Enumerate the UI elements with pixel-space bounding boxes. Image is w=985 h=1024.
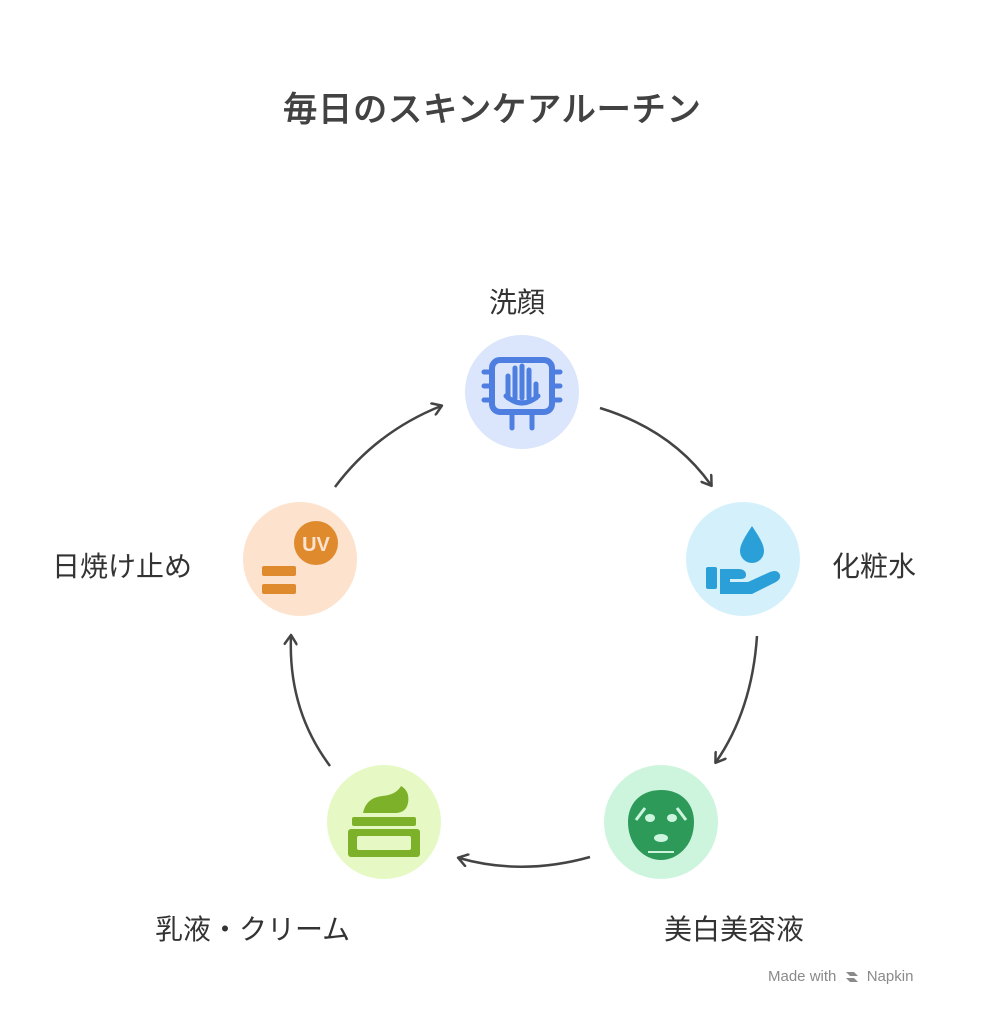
arrow-sun-to-wash bbox=[333, 406, 441, 488]
uv-sunscreen-icon: UV bbox=[262, 521, 338, 594]
step-serum-node bbox=[604, 765, 718, 879]
step-serum-label: 美白美容液 bbox=[664, 913, 805, 946]
step-lotion-node bbox=[686, 502, 800, 616]
cream-jar-icon bbox=[348, 786, 420, 857]
step-wash-node bbox=[465, 335, 579, 449]
hand-wash-icon bbox=[481, 357, 563, 431]
diagram-title: 毎日のスキンケアルーチン bbox=[283, 90, 702, 130]
face-mask-icon bbox=[628, 790, 694, 860]
step-cream-node bbox=[327, 765, 441, 879]
napkin-logo-icon bbox=[845, 972, 858, 983]
made-with-credit[interactable]: Made with Napkin bbox=[768, 968, 913, 985]
step-wash-label: 洗顔 bbox=[489, 286, 546, 319]
arrow-wash-to-lotion bbox=[599, 406, 711, 485]
svg-text:UV: UV bbox=[302, 534, 330, 556]
step-cream-label: 乳液・クリーム bbox=[155, 913, 351, 946]
step-lotion-label: 化粧水 bbox=[832, 550, 917, 583]
step-sun-label: 日焼け止め bbox=[52, 550, 193, 583]
step-lotion-circle bbox=[686, 502, 800, 616]
credit-prefix: Made with bbox=[768, 968, 837, 985]
arrow-lotion-to-serum bbox=[716, 635, 759, 762]
arrow-cream-to-sun bbox=[291, 636, 332, 767]
step-sun-node: UV bbox=[243, 502, 357, 616]
arrow-serum-to-cream bbox=[459, 857, 591, 868]
step-sun-circle bbox=[243, 502, 357, 616]
water-drop-hand-icon bbox=[706, 526, 781, 594]
credit-brand: Napkin bbox=[866, 968, 914, 985]
